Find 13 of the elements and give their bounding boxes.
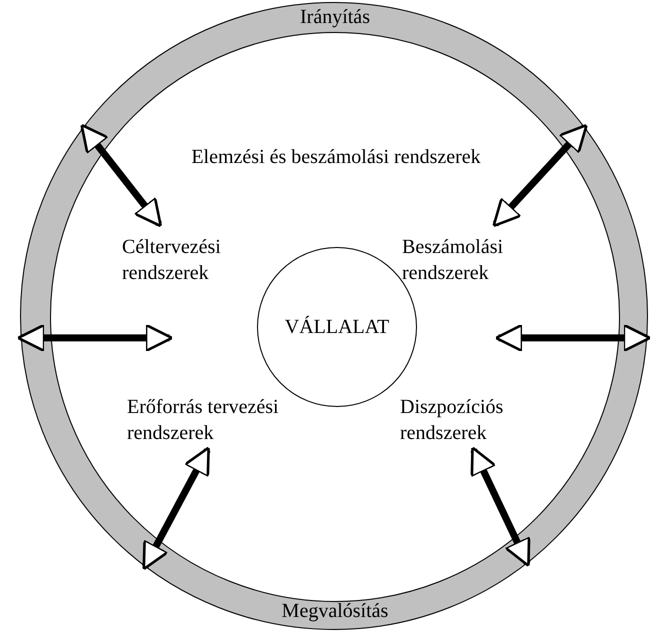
system-label: Beszámolási rendszerek (402, 234, 532, 284)
system-label: Diszpozíciós rendszerek (400, 394, 520, 444)
double-arrow (142, 446, 210, 570)
heading-label: Elemzési és beszámolási rendszerek (190, 145, 482, 169)
double-arrow (492, 124, 588, 228)
double-arrow (470, 446, 530, 568)
double-arrow (16, 324, 174, 352)
double-arrow (494, 324, 652, 352)
double-arrow (80, 124, 162, 228)
ring-label: Megvalósítás (280, 599, 390, 623)
ring-label: Irányítás (299, 5, 371, 29)
system-label: Céltervezési rendszerek (122, 234, 252, 284)
system-label: Erőforrás tervezési rendszerek (127, 394, 327, 444)
